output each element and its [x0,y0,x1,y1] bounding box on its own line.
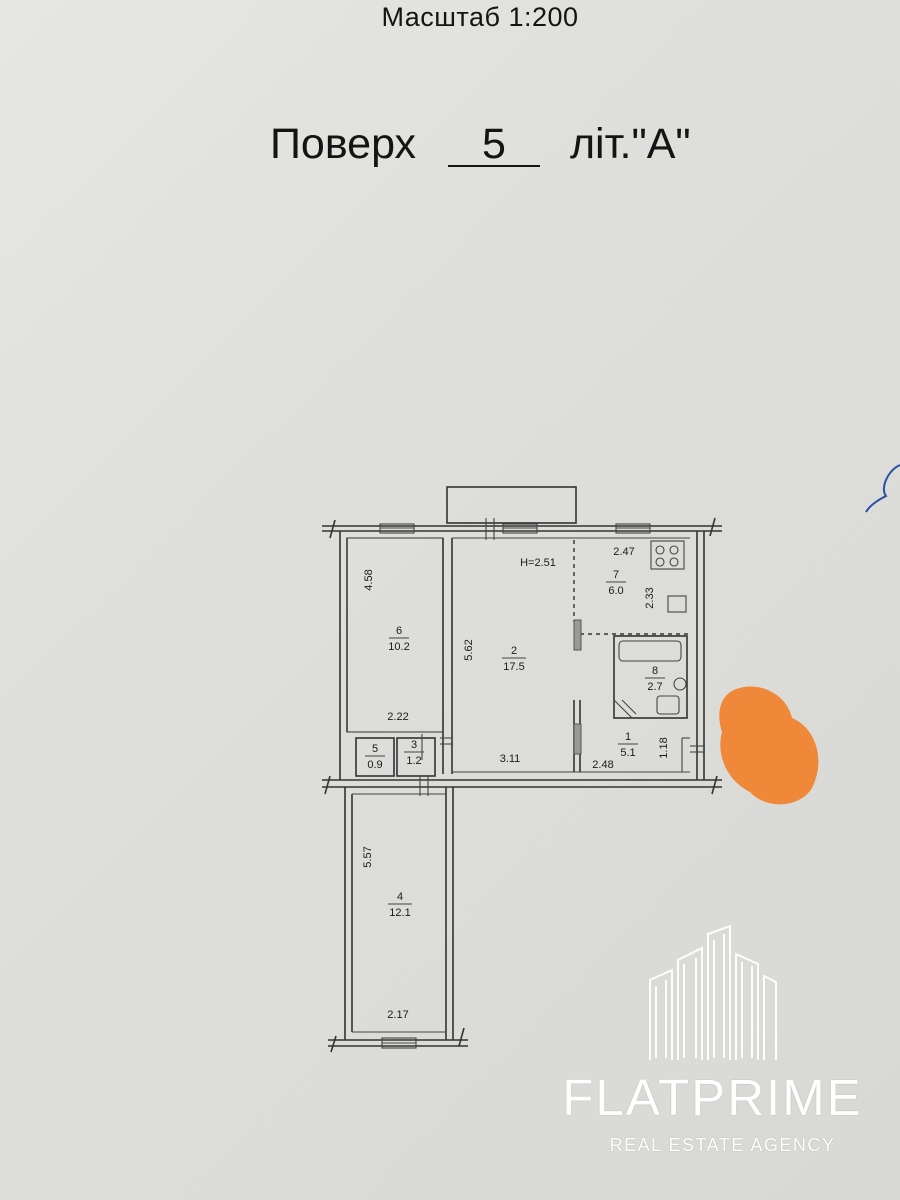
dim-room4-length: 5.57 [362,846,374,867]
dim-room2-width: 3.11 [500,753,521,765]
room-3-label: 3 1.2 [404,739,424,767]
watermark-logo [649,924,777,1060]
room-5-number: 5 [372,743,378,755]
balcony [446,486,577,524]
room-3-number: 3 [411,739,417,751]
room-2-number: 2 [511,645,517,657]
dim-room6-length: 4.58 [363,569,375,590]
floor-word: Поверх [270,120,417,168]
dim-room7-width: 2.47 [613,546,634,558]
room-8-number: 8 [652,665,658,677]
dim-room2-length: 5.62 [463,639,475,660]
litera-label: літ."А" [569,120,691,168]
room-4-label: 4 12.1 [388,891,412,919]
room-1-number: 1 [625,731,631,743]
building-icon [649,924,777,1060]
room-4-area: 12.1 [389,907,410,919]
room-6-area: 10.2 [388,641,409,653]
room-5-area: 0.9 [367,759,382,771]
room-1-label: 1 5.1 [618,731,638,759]
scale-label: Масштаб 1:200 [381,2,579,32]
dim-room4-width: 2.17 [387,1009,408,1021]
room-3-area: 1.2 [406,755,421,767]
dim-room1-length: 1.18 [658,737,670,758]
apartment-walls [322,517,722,1053]
room-2-area: 17.5 [503,661,524,673]
room-6-label: 6 10.2 [388,625,409,653]
orange-blob [719,686,819,805]
room-8-label: 8 2.7 [645,665,665,693]
room-7-number: 7 [613,569,619,581]
brand-name: FLATPRIME [562,1069,863,1126]
room-7-label: 7 6.0 [606,569,626,597]
room-4-number: 4 [397,891,403,903]
dim-room7-length: 2.33 [644,587,656,608]
ceiling-height: H=2.51 [520,557,556,569]
pen-scribble [865,464,900,513]
room-5-label: 5 0.9 [365,743,385,771]
room-2-label: 2 17.5 [502,645,526,673]
dim-room1-width: 2.48 [592,759,613,771]
windows [379,518,651,1049]
room-7-area: 6.0 [608,585,623,597]
floor-heading: Поверх 5 літ."А" [270,120,691,169]
room-1-area: 5.1 [620,747,635,759]
room-6-number: 6 [396,625,402,637]
dim-room6-width: 2.22 [387,711,408,723]
orange-mark [719,686,819,805]
room-8-area: 2.7 [647,681,662,693]
brand-tagline: REAL ESTATE AGENCY [609,1135,836,1155]
floor-number: 5 [447,123,540,167]
